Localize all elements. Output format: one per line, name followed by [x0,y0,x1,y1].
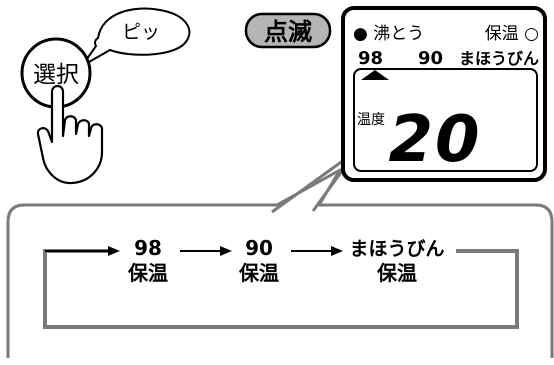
callout-text: ピッ [122,21,160,43]
cycle-step-2-top: 90 [245,236,273,260]
setting-mahoubin: まほうびん [459,49,539,68]
selection-triangle [361,70,389,80]
callout-bubble [81,7,191,67]
cycle-step-3-top: まほうびん [349,238,444,260]
blink-badge-label: 点滅 [264,18,312,46]
lcd-display: ● 沸とう 保温 ○ 98 90 まほうびん 温度 20 [341,6,547,182]
setting-98: 98 [358,48,383,69]
blink-badge-bg [244,12,332,49]
cycle-step-1-bottom: 保温 [127,261,168,285]
blink-badge: 点滅 [244,12,332,49]
mode-indicator-boil: ● 沸とう [353,24,424,44]
lcd-inner-frame [353,68,538,172]
cycle-arrow-2 [180,246,232,256]
temp-value: 20 [388,103,481,177]
cycle-step-3-bottom: 保温 [376,261,417,285]
temp-label: 温度 [357,112,385,128]
cycle-step-2-bottom: 保温 [238,261,279,285]
setting-90: 90 [418,48,443,69]
sound-callout: ピッ [81,7,191,67]
cycle-arrow-3 [291,246,343,256]
cycle-diagram: 98 保温 90 保温 まほうびん 保温 [43,236,519,329]
pointing-hand-icon [36,84,104,185]
cycle-arrow-1 [45,246,120,256]
mode-indicator-keepwarm: 保温 ○ [485,24,539,44]
select-button-label: 選択 [33,62,79,88]
cycle-panel [6,168,554,358]
cycle-step-1-top: 98 [134,236,162,260]
